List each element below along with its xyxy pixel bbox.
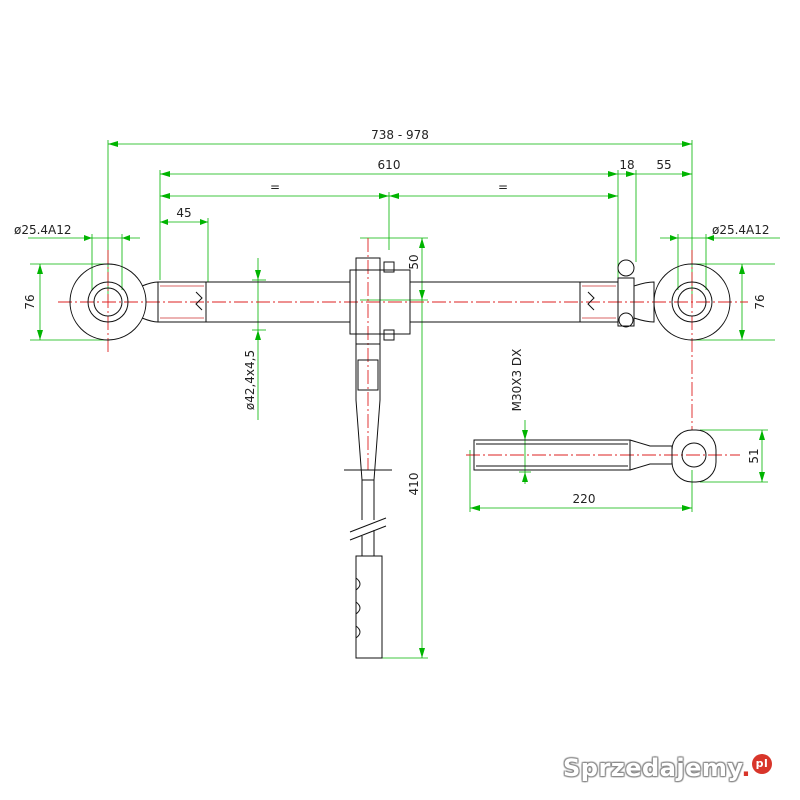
watermark-text: Sprzedajemy [563,754,742,782]
top-link-body [69,257,731,345]
end-offset-label: 18 [619,158,634,172]
handle-width-label: 50 [407,254,421,269]
centerlines [58,238,748,470]
end-detail-view [473,429,717,483]
center-length-label: 610 [378,158,401,172]
overall-length-label: 738 - 978 [371,128,429,142]
watermark-dot: . [741,754,751,782]
tube-spec-label: ø42,4x4,5 [243,350,257,410]
watermark-suffix: pl [752,754,772,774]
equal-right-label: = [498,180,508,194]
detail-height-label: 51 [747,448,761,463]
dimension-labels: 738 - 978 610 = = 18 55 45 ø25.4A12 ø25.… [14,128,770,506]
left-eye-height-label: 76 [23,294,37,309]
right-bore-label: ø25.4A12 [712,223,770,237]
thread-length-label: 45 [176,206,191,220]
handle-length-label: 410 [407,473,421,496]
detail-length-label: 220 [573,492,596,506]
left-bore-label: ø25.4A12 [14,223,72,237]
thread-spec-label: M30X3 DX [510,349,524,412]
dimension-lines [28,140,780,659]
equal-left-label: = [270,180,280,194]
right-eye-height-label: 76 [753,294,767,309]
handle [344,344,392,659]
end-length-label: 55 [656,158,671,172]
watermark-logo: Sprzedajemy.pl [563,754,772,782]
